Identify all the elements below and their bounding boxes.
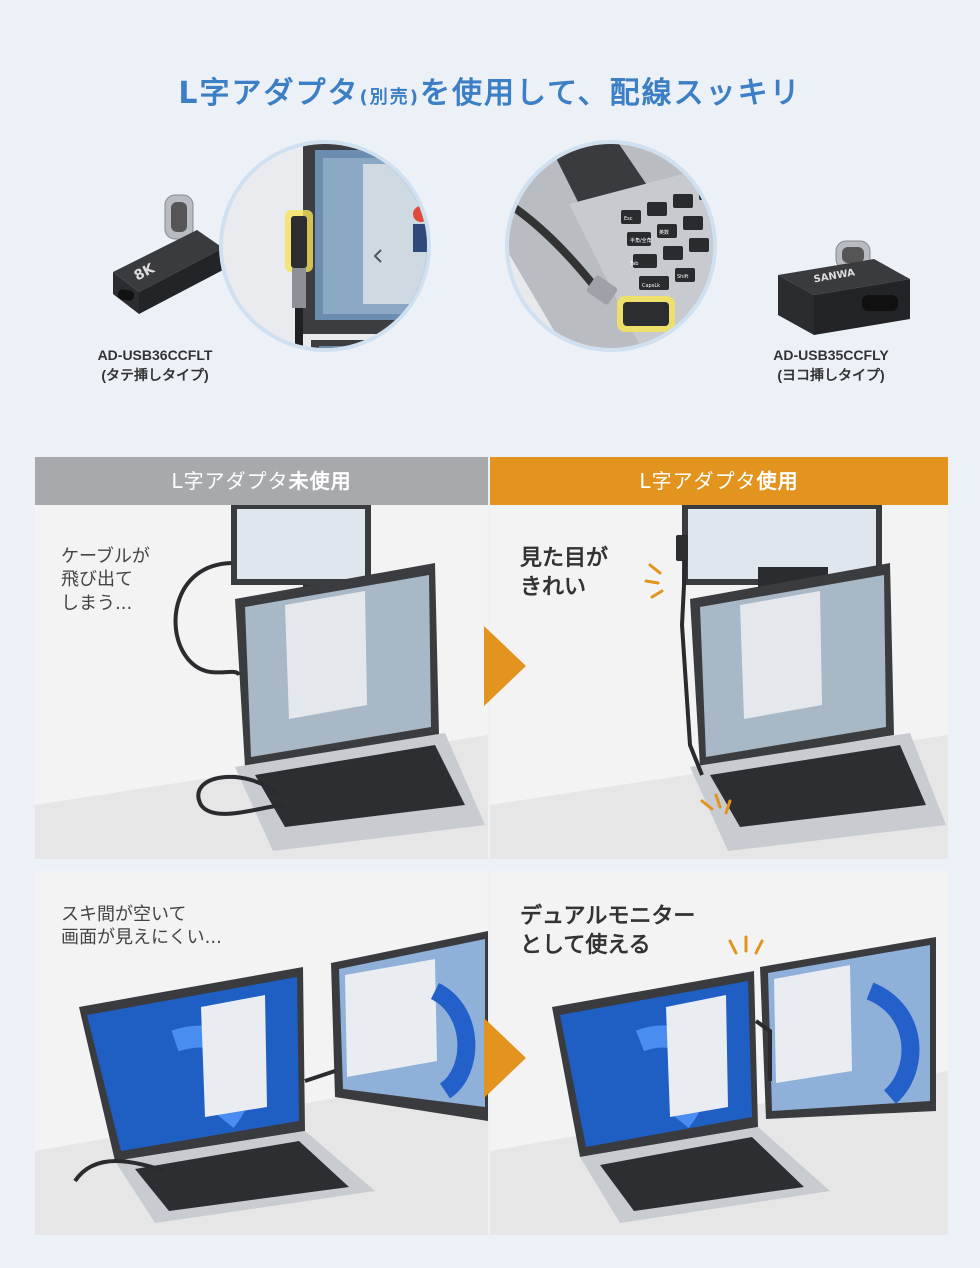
header-unused-bold: 未使用 [288, 469, 352, 493]
key-hankaku: 半角/全角 [630, 237, 652, 244]
panel-unused-cable: ケーブルが 飛び出て しまう... [35, 505, 488, 859]
arrow-right-icon [484, 626, 526, 706]
panel1-caption: ケーブルが 飛び出て しまう... [61, 546, 150, 614]
panel-unused-gap: スキ間が空いて 画面が見えにくい... [35, 871, 488, 1235]
product-label-horizontal: AD-USB35CCFLY (ヨコ挿しタイプ) [746, 345, 916, 385]
key-eisu: 英数 [659, 229, 669, 236]
adapter-horizontal-image: SANWA [774, 235, 914, 340]
title-paren: (別売) [359, 87, 420, 108]
key-shift: Shift [677, 274, 688, 280]
header-used-bold: 使用 [756, 469, 799, 493]
product-type-horizontal: (ヨコ挿しタイプ) [777, 367, 885, 383]
product-model-vertical: AD-USB36CCFLT [97, 347, 213, 363]
header-adapter-unused: L字アダプタ未使用 [35, 457, 488, 505]
photo-horizontal-adapter: Esc Tab CapsLk Shift 半角/全角 英数 [505, 140, 717, 352]
panel-used-clean: 見た目が きれい [490, 505, 948, 859]
header-adapter-used: L字アダプタ使用 [490, 457, 948, 505]
header-unused-prefix: L字アダプタ [171, 469, 289, 493]
photo-vertical-adapter [219, 140, 431, 352]
key-esc: Esc [624, 216, 633, 222]
panel3-caption: スキ間が空いて 画面が見えにくい... [61, 904, 222, 949]
panel2-caption: 見た目が きれい [520, 546, 609, 600]
product-label-vertical: AD-USB36CCFLT (タテ挿しタイプ) [70, 345, 240, 385]
adapter-vertical-image: 8K [105, 190, 230, 320]
panel4-caption: デュアルモニター として使える [520, 904, 696, 958]
product-type-vertical: (タテ挿しタイプ) [101, 367, 209, 383]
header-used-prefix: L字アダプタ [639, 469, 757, 493]
key-tab: Tab [629, 261, 638, 267]
page-title: L字アダプタ(別売)を使用して、配線スッキリ [0, 68, 980, 112]
panel-used-dual: デュアルモニター として使える [490, 871, 948, 1235]
key-capslk: CapsLk [642, 283, 660, 289]
product-model-horizontal: AD-USB35CCFLY [773, 347, 889, 363]
title-part-1: L字アダプタ [178, 76, 360, 111]
arrow-right-icon [484, 1018, 526, 1098]
title-part-2: を使用して、配線スッキリ [419, 76, 802, 111]
